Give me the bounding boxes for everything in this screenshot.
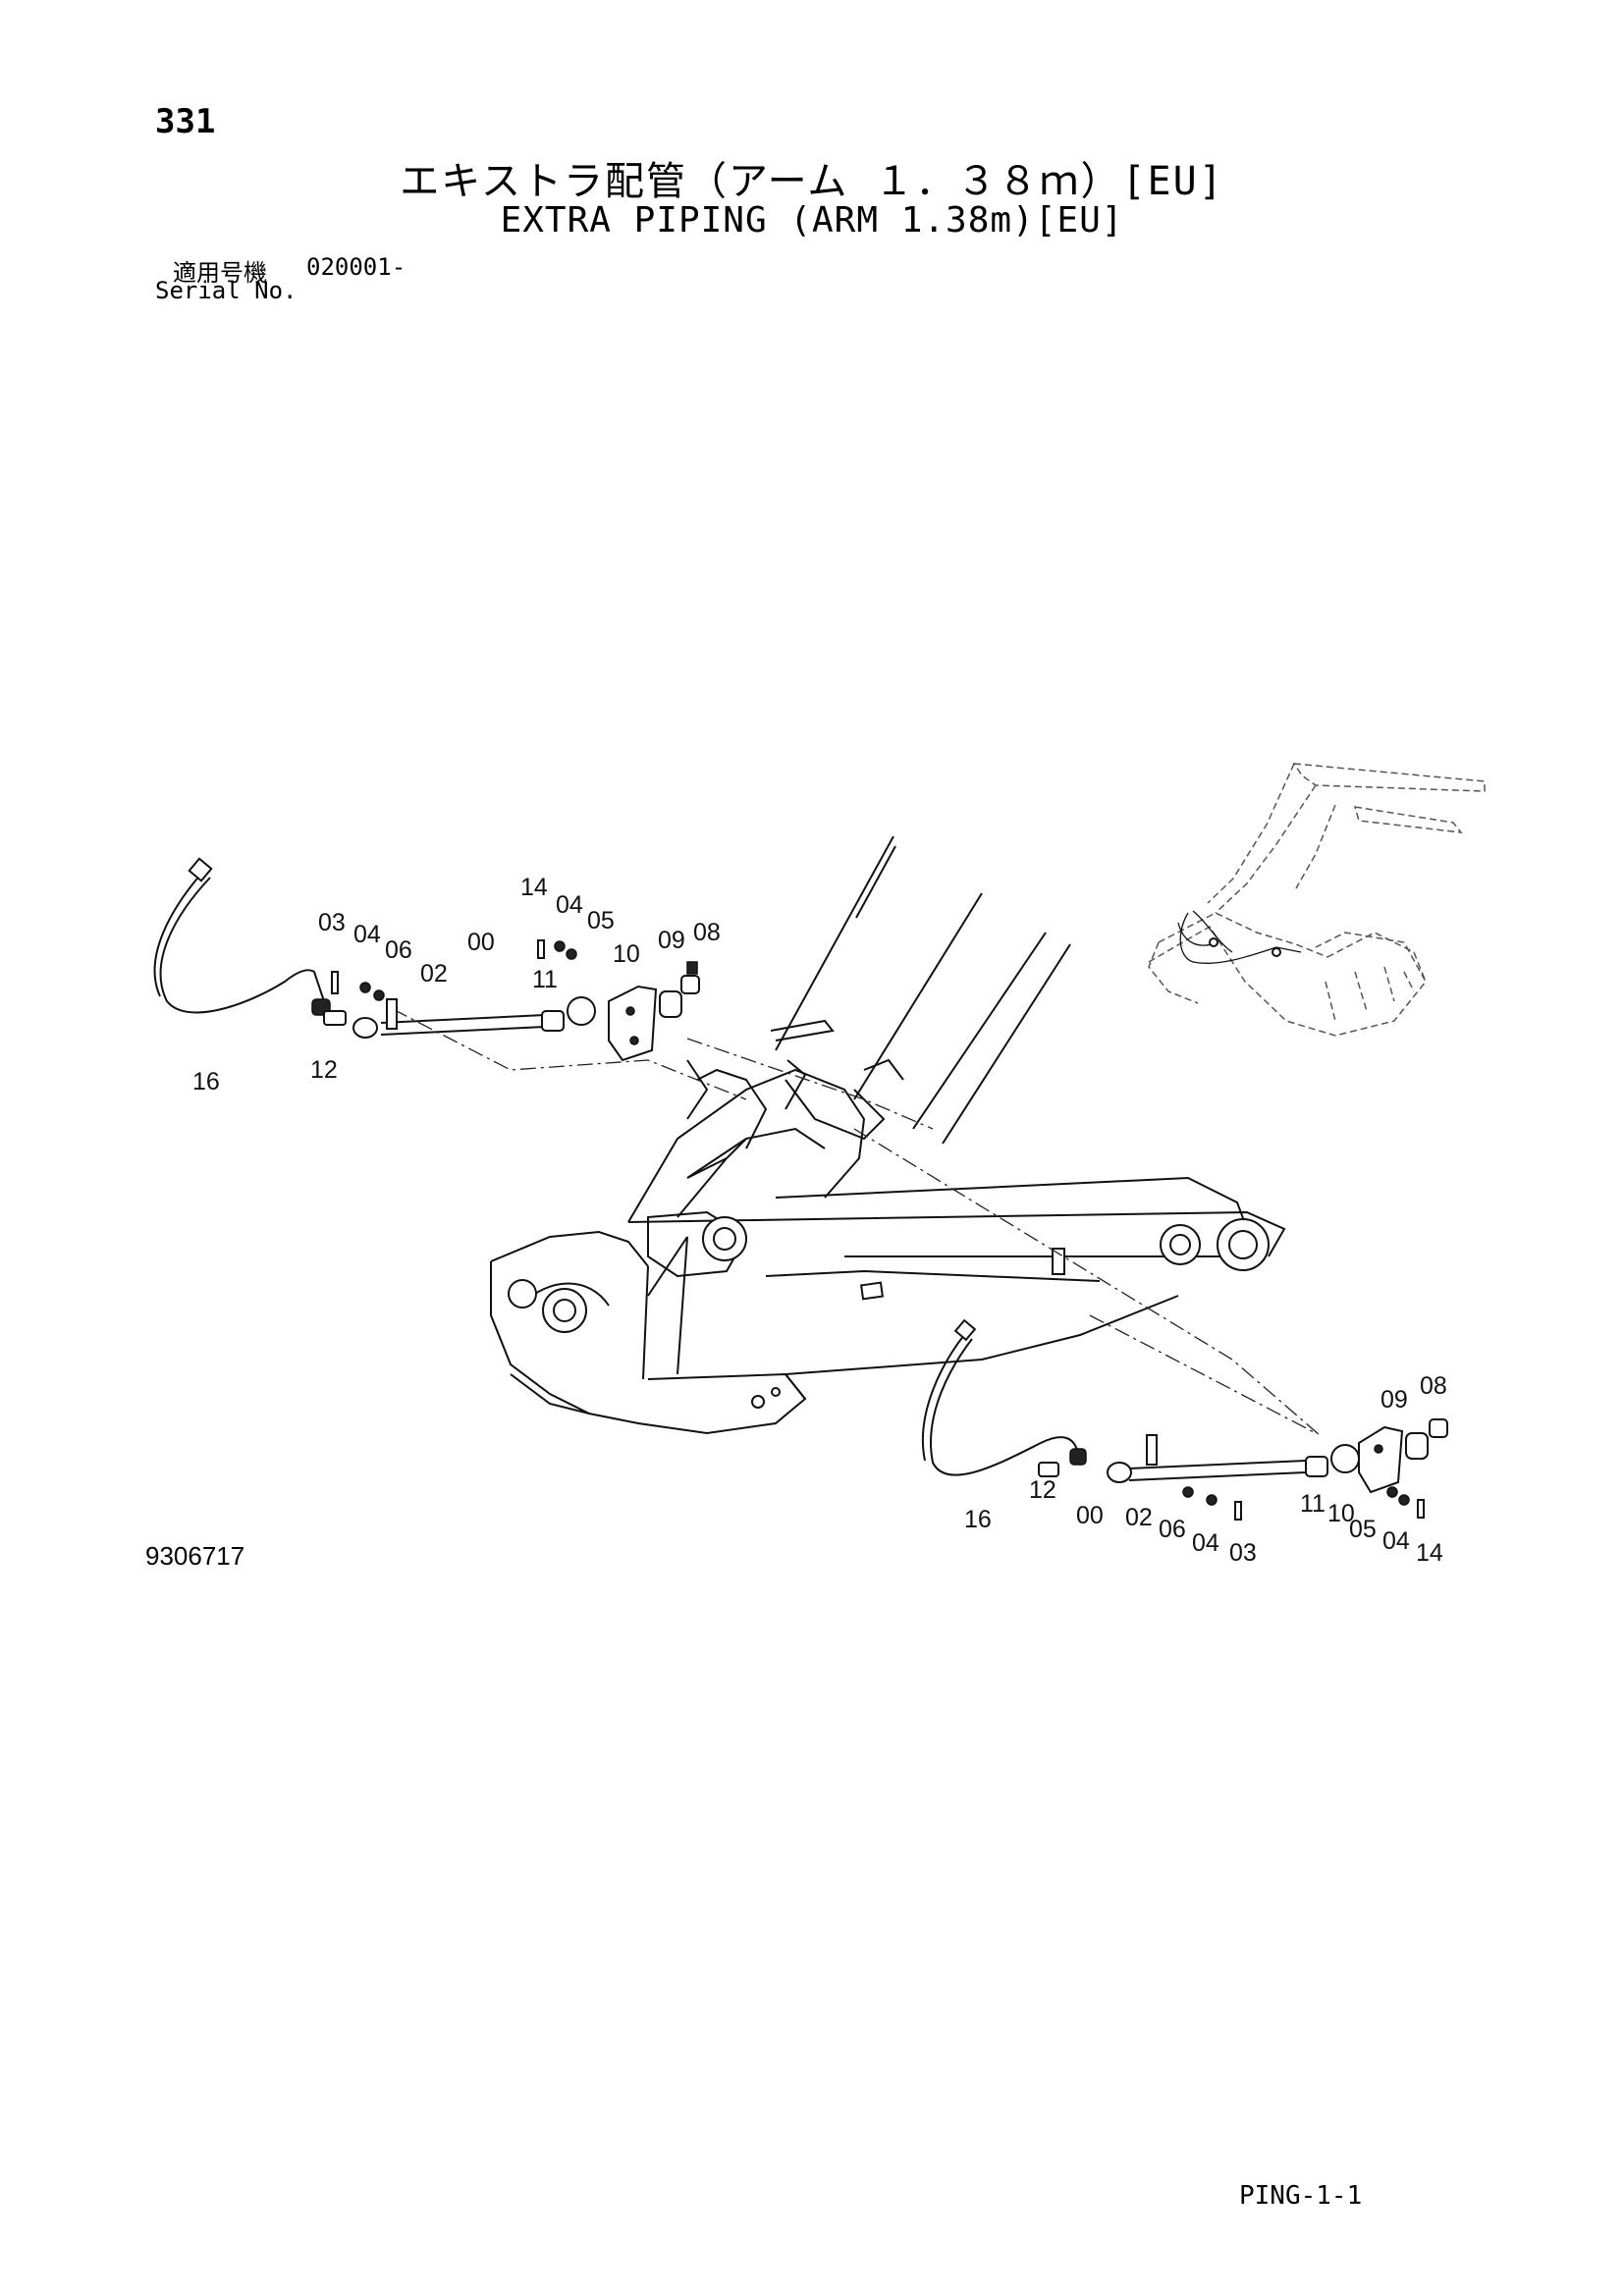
callout-10: 10 <box>613 940 640 968</box>
callout-08: 08 <box>693 919 721 946</box>
callout-04: 04 <box>1382 1527 1410 1555</box>
callout-12: 12 <box>310 1056 338 1084</box>
arm-assembly <box>490 835 1286 1435</box>
callout-02: 02 <box>420 960 448 988</box>
callout-04: 04 <box>1192 1529 1219 1557</box>
callout-14: 14 <box>520 874 548 901</box>
callout-03: 03 <box>1229 1539 1257 1567</box>
callout-02: 02 <box>1125 1504 1153 1531</box>
serial-label-japanese: 適用号機 <box>173 259 267 287</box>
callout-14: 14 <box>1416 1539 1443 1567</box>
callout-04: 04 <box>353 921 381 948</box>
callout-16: 16 <box>192 1068 220 1095</box>
callout-10: 10 <box>1327 1500 1355 1527</box>
serial-label-english: Serial No. <box>155 277 298 304</box>
page-code: PING-1-1 <box>1239 2181 1363 2211</box>
callout-16: 16 <box>964 1506 992 1533</box>
callout-08: 08 <box>1420 1372 1447 1400</box>
upper-piping-group <box>153 857 700 1062</box>
title-japanese: エキストラ配管（アーム １．３８ｍ）[EU] <box>400 159 1224 204</box>
callout-11: 11 <box>1300 1490 1326 1518</box>
page-number: 331 <box>155 102 216 141</box>
callout-05: 05 <box>587 907 615 934</box>
callout-09: 09 <box>1380 1386 1408 1414</box>
callout-06: 06 <box>385 936 412 964</box>
figure-number: 9306717 <box>145 1541 245 1571</box>
callout-09: 09 <box>658 927 685 954</box>
lower-callouts: 16 12 00 02 06 04 03 09 08 11 10 05 04 1… <box>964 1372 1447 1567</box>
callout-06: 06 <box>1159 1516 1186 1543</box>
serial-value: 020001- <box>306 253 406 281</box>
lower-piping-group <box>921 1318 1448 1521</box>
callout-03: 03 <box>318 909 346 936</box>
upper-callouts: 16 12 03 04 06 02 00 14 04 05 11 10 09 0… <box>192 874 721 1095</box>
callout-11: 11 <box>532 966 558 993</box>
callout-00: 00 <box>467 929 495 956</box>
callout-04: 04 <box>556 891 583 919</box>
inset-machine-view <box>1148 763 1486 1037</box>
leader-lines <box>392 1008 1321 1436</box>
callout-05: 05 <box>1349 1516 1377 1543</box>
callout-00: 00 <box>1076 1502 1104 1529</box>
callout-12: 12 <box>1029 1476 1056 1504</box>
title-english: EXTRA PIPING (ARM 1.38m)[EU] <box>500 200 1124 240</box>
